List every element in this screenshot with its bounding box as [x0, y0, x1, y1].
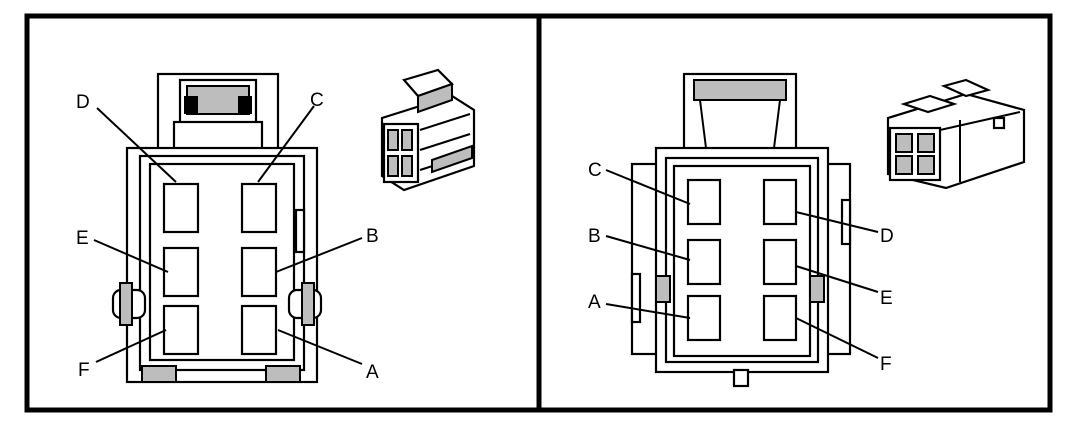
left-cavity-a — [240, 304, 278, 356]
left-cavity-c — [240, 182, 278, 234]
left-label-c: C — [310, 90, 324, 111]
left-label-f: F — [78, 360, 90, 381]
right-leader-d — [795, 211, 879, 233]
left-cavity-b — [240, 246, 278, 298]
left-label-b: B — [366, 226, 379, 247]
right-cavities — [686, 178, 798, 342]
left-leader-c — [257, 105, 315, 183]
right-cavity-a — [686, 294, 722, 342]
right-label-b: B — [588, 226, 601, 247]
left-leader-e — [93, 239, 169, 273]
right-cavity-c — [686, 178, 722, 226]
right-cavity-d — [762, 178, 798, 226]
left-label-e: E — [76, 228, 89, 249]
right-label-e: E — [880, 288, 893, 309]
left-leader-d — [96, 107, 177, 183]
right-cavity-f — [762, 294, 798, 342]
left-panel: D C E B F A — [76, 68, 476, 384]
right-label-d: D — [880, 226, 894, 247]
right-connector-body — [630, 72, 852, 388]
left-leader-f — [95, 329, 167, 363]
left-leader-a — [277, 329, 363, 365]
left-isometric-thumbnail — [380, 68, 476, 192]
left-cavity-f — [162, 304, 200, 356]
left-cavity-d — [162, 182, 200, 234]
left-leader-b — [275, 237, 363, 273]
right-cavity-e — [762, 238, 798, 286]
right-label-c: C — [588, 160, 602, 181]
right-label-f: F — [880, 354, 892, 375]
left-cavities — [162, 182, 278, 356]
right-cavity-b — [686, 238, 722, 286]
right-leader-a — [605, 303, 691, 319]
right-leader-b — [605, 235, 691, 261]
right-label-a: A — [588, 292, 601, 313]
left-label-d: D — [76, 92, 90, 113]
right-isometric-thumbnail — [886, 78, 1026, 190]
left-cavity-e — [162, 246, 200, 298]
right-leader-f — [795, 317, 879, 359]
right-panel: C D B E A F — [588, 72, 1026, 388]
right-leader-c — [605, 169, 691, 205]
left-label-a: A — [366, 362, 379, 383]
right-leader-e — [795, 265, 879, 293]
